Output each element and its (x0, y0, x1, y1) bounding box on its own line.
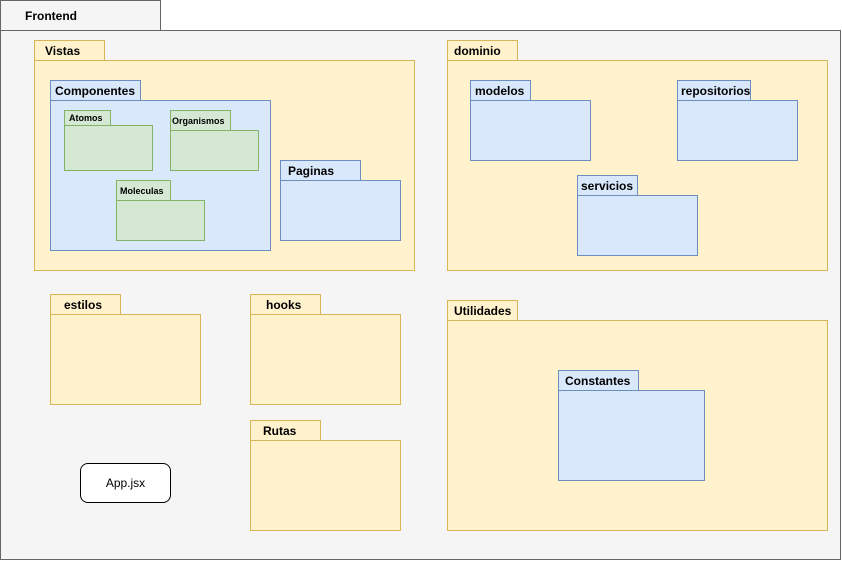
package-atomos-label: Atomos (69, 113, 103, 123)
package-dominio-tab[interactable]: dominio (447, 40, 518, 61)
package-paginas-body[interactable] (280, 180, 401, 241)
package-hooks-body[interactable] (250, 314, 401, 405)
package-frontend-label: Frontend (25, 8, 77, 23)
package-constantes-tab[interactable]: Constantes (558, 370, 639, 391)
package-rutas-label: Rutas (263, 423, 297, 438)
package-repositorios-label: repositorios (681, 83, 751, 98)
package-modelos-label: modelos (475, 83, 525, 98)
package-hooks-label: hooks (266, 297, 302, 312)
app-jsx-label: App.jsx (105, 476, 146, 490)
package-dominio-label: dominio (454, 43, 501, 58)
package-componentes-label: Componentes (55, 83, 136, 98)
package-estilos-tab[interactable]: estilos (50, 294, 121, 315)
package-vistas-tab[interactable]: Vistas (34, 40, 105, 61)
package-atomos-tab[interactable]: Atomos (64, 110, 111, 126)
package-rutas-body[interactable] (250, 440, 401, 531)
package-paginas-label: Paginas (288, 163, 335, 178)
package-repositorios-body[interactable] (677, 100, 798, 161)
package-rutas-tab[interactable]: Rutas (250, 420, 321, 441)
package-servicios-label: servicios (581, 178, 634, 193)
package-constantes-body[interactable] (558, 390, 705, 481)
package-vistas-label: Vistas (45, 43, 81, 58)
package-servicios-body[interactable] (577, 195, 698, 256)
package-estilos-label: estilos (64, 297, 103, 312)
package-organismos-body[interactable] (170, 130, 259, 171)
package-modelos-tab[interactable]: modelos (470, 80, 531, 101)
package-organismos-tab[interactable]: Organismos (170, 110, 231, 131)
package-constantes-label: Constantes (565, 373, 631, 388)
app-jsx-node[interactable]: App.jsx (80, 463, 171, 503)
package-utilidades-tab[interactable]: Utilidades (447, 300, 518, 321)
package-moleculas-label: Moleculas (120, 185, 164, 196)
package-repositorios-tab[interactable]: repositorios (677, 80, 751, 101)
package-utilidades-label: Utilidades (454, 303, 512, 318)
package-hooks-tab[interactable]: hooks (250, 294, 321, 315)
package-frontend-tab[interactable]: Frontend (0, 0, 161, 31)
package-organismos-label: Organismos (172, 115, 225, 126)
package-modelos-body[interactable] (470, 100, 591, 161)
package-moleculas-tab[interactable]: Moleculas (116, 180, 171, 201)
package-componentes-tab[interactable]: Componentes (50, 80, 141, 101)
package-atomos-body[interactable] (64, 125, 153, 171)
package-servicios-tab[interactable]: servicios (577, 175, 638, 196)
package-paginas-tab[interactable]: Paginas (280, 160, 361, 181)
package-estilos-body[interactable] (50, 314, 201, 405)
package-moleculas-body[interactable] (116, 200, 205, 241)
